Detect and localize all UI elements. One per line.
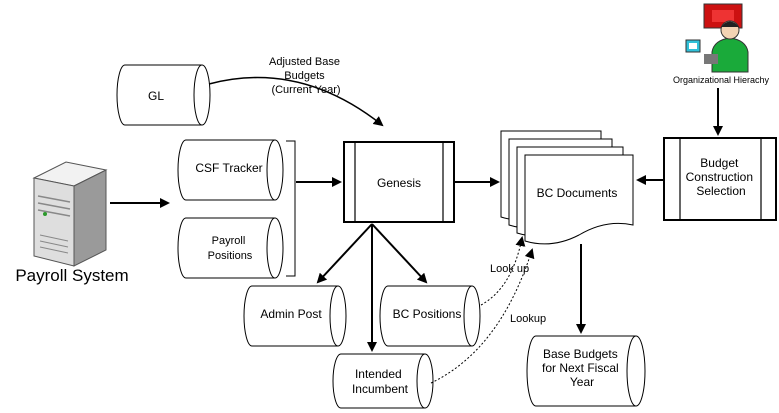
bc-documents-label: BC Documents: [537, 186, 618, 200]
adjusted-line-1: Adjusted Base: [269, 56, 340, 68]
intended-incumbent-line-1: Intended: [355, 367, 402, 381]
admin-post-storage: [243, 285, 347, 347]
payroll-positions-label: Payroll Positions: [208, 235, 253, 262]
look-up-note-1: Look up: [490, 263, 529, 275]
input-bracket: [286, 140, 296, 277]
payroll-system-label: Payroll System: [15, 266, 128, 285]
person-at-computer-icon: [685, 3, 749, 73]
budget-construction-selection-label: Budget Construction Selection: [686, 156, 757, 198]
admin-post-label: Admin Post: [260, 307, 322, 321]
bcs-line-2: Construction: [686, 170, 753, 184]
budget-construction-selection-process: [663, 137, 777, 221]
arrow-genesis-to-bc-positions: [371, 223, 428, 284]
adjusted-base-budgets-note: Adjusted Base Budgets (Current Year): [269, 56, 343, 96]
look-up-note-2: Lookup: [510, 313, 546, 325]
base-budgets-line-2: for Next Fiscal: [542, 361, 619, 375]
bc-positions-label: BC Positions: [393, 307, 462, 321]
payroll-positions-line-1: Payroll: [212, 235, 246, 247]
bcs-line-1: Budget: [700, 156, 739, 170]
bc-positions-storage: [379, 285, 481, 347]
arrow-adjusted-to-genesis: [208, 76, 384, 127]
gl-label: GL: [148, 89, 164, 103]
payroll-positions-line-2: Positions: [208, 250, 253, 262]
genesis-label: Genesis: [377, 176, 421, 190]
gl-storage: [116, 64, 211, 126]
base-budgets-next-year-storage: [526, 335, 646, 407]
intended-incumbent-storage: [332, 353, 434, 409]
csf-tracker-storage: [177, 139, 284, 201]
csf-tracker-label: CSF Tracker: [195, 161, 262, 175]
adjusted-line-3: (Current Year): [271, 84, 340, 96]
arrow-genesis-to-admin-post: [316, 223, 373, 284]
dotted-lookup-bc-positions: [480, 236, 526, 306]
organizational-hierarchy-label: Organizational Hierachy: [673, 75, 770, 85]
adjusted-line-2: Budgets: [284, 70, 325, 82]
genesis-process: [343, 141, 455, 223]
bcs-line-3: Selection: [696, 184, 745, 198]
bc-documents-stack: [500, 130, 634, 245]
base-budgets-label: Base Budgets for Next Fiscal Year: [542, 347, 622, 389]
connectors: [110, 76, 723, 384]
intended-incumbent-label: Intended Incumbent: [352, 367, 409, 396]
intended-incumbent-line-2: Incumbent: [352, 382, 409, 396]
payroll-positions-storage: [177, 217, 284, 279]
server-icon: [32, 161, 108, 267]
base-budgets-line-3: Year: [570, 375, 594, 389]
base-budgets-line-1: Base Budgets: [543, 347, 618, 361]
